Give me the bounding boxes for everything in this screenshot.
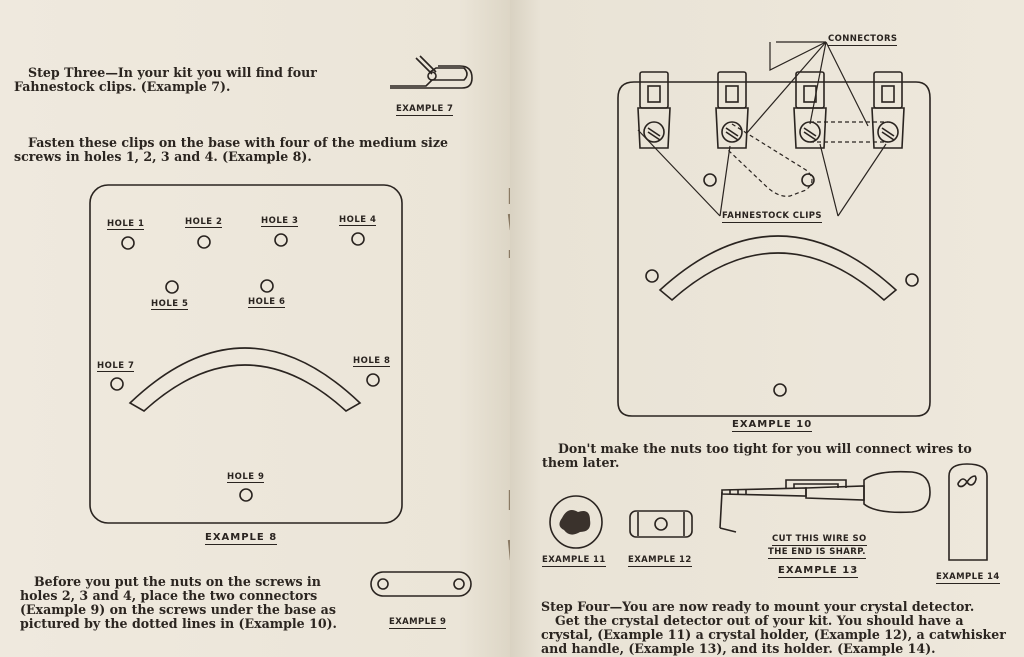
hole-7-label: HOLE 7 xyxy=(97,361,135,372)
connectors-label: CONNECTORS xyxy=(828,34,898,46)
crystal-drawing xyxy=(549,495,603,549)
nuts-text-under: under xyxy=(210,602,253,617)
nuts-text-2: the base as pictured by the dotted lines… xyxy=(20,602,337,631)
crystal-text: Get the crystal detector out of your kit… xyxy=(541,613,1006,656)
nuts-text-1: Before you put the nuts on the screws in… xyxy=(20,574,321,617)
hole-3-label: HOLE 3 xyxy=(261,216,299,227)
hole-1-label: HOLE 1 xyxy=(107,219,145,230)
example-10-caption: EXAMPLE 10 xyxy=(732,419,813,432)
connector-drawing xyxy=(370,571,472,597)
nuts-tight-text: Don't make the nuts too tight for you wi… xyxy=(542,441,972,470)
hole-6-label: HOLE 6 xyxy=(248,297,286,308)
catwhisker-holder-drawing xyxy=(948,463,988,561)
hole-2-label: HOLE 2 xyxy=(185,217,223,228)
example-8-caption: EXAMPLE 8 xyxy=(205,532,278,545)
clip-4 xyxy=(871,71,905,149)
hole-5-label: HOLE 5 xyxy=(151,299,189,310)
step-four-text: —You are now ready to mount your crystal… xyxy=(609,599,975,614)
example-7-caption: EXAMPLE 7 xyxy=(396,104,454,116)
crystal-holder-drawing xyxy=(629,510,693,538)
fasten-paragraph: Fasten these clips on the base with four… xyxy=(14,136,476,164)
example-10-board xyxy=(617,41,931,417)
step-three-heading: Step Three xyxy=(28,65,106,80)
cut-wire-line-1: CUT THIS WIRE SO xyxy=(772,534,867,546)
fahnestock-clips-label: FAHNESTOCK CLIPS xyxy=(722,211,822,223)
crystal-paragraph: Get the crystal detector out of your kit… xyxy=(541,614,1013,656)
step-four-paragraph: Step Four—You are now ready to mount you… xyxy=(541,600,1013,614)
step-three-text: —In your kit you will find four Fahnesto… xyxy=(14,65,317,94)
nuts-paragraph: Before you put the nuts on the screws in… xyxy=(20,575,360,631)
hole-8-label: HOLE 8 xyxy=(353,356,391,367)
example-9-caption: EXAMPLE 9 xyxy=(389,617,447,629)
cut-wire-line-2: THE END IS SHARP. xyxy=(768,547,866,559)
example-11-caption: EXAMPLE 11 xyxy=(542,555,606,567)
right-page: CONNECTORS FAHNESTOCK CLIPS EXAMPLE 10 D… xyxy=(510,0,1024,657)
fahnestock-clip-drawing xyxy=(390,55,473,89)
catwhisker-drawing xyxy=(719,470,931,533)
fasten-text: Fasten these clips on the base with four… xyxy=(14,135,449,164)
example-12-caption: EXAMPLE 12 xyxy=(628,555,692,567)
example-14-caption: EXAMPLE 14 xyxy=(936,572,1000,584)
left-page: Step Three—In your kit you will find fou… xyxy=(0,0,510,657)
clip-1 xyxy=(637,71,671,149)
step-four-heading: Step Four xyxy=(541,599,610,614)
clip-2 xyxy=(715,71,749,149)
nuts-tight-paragraph: Don't make the nuts too tight for you wi… xyxy=(542,442,1012,470)
example-13-caption: EXAMPLE 13 xyxy=(778,565,859,578)
hole-9-label: HOLE 9 xyxy=(227,472,265,483)
example-8-board xyxy=(89,184,403,524)
step-three-paragraph: Step Three—In your kit you will find fou… xyxy=(14,66,374,94)
hole-4-label: HOLE 4 xyxy=(339,215,377,226)
clip-3 xyxy=(793,71,827,149)
